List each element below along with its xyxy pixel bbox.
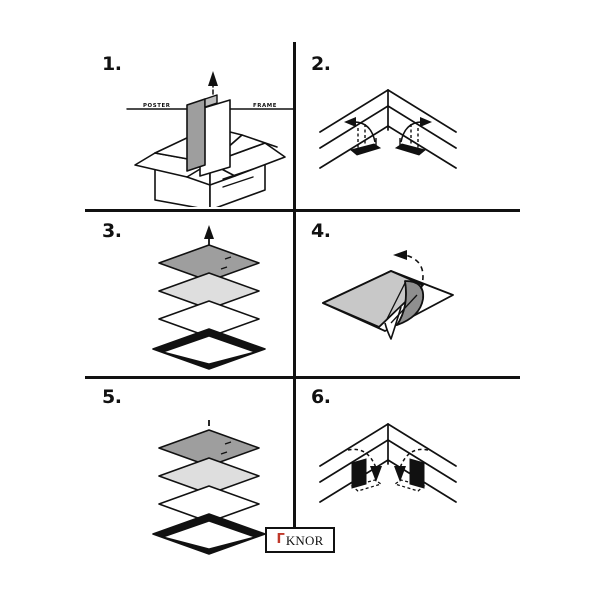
panel-step-6: 6. xyxy=(293,376,520,528)
clip-right-body xyxy=(394,143,427,156)
illustration-open-clips xyxy=(319,89,457,169)
clip-left-body xyxy=(349,143,382,156)
panel-step-3: 3. xyxy=(85,209,293,376)
rail-mid-right xyxy=(387,439,457,483)
rail-mid-left xyxy=(319,439,389,483)
clip-left-closed xyxy=(347,448,383,492)
illustration-peel-film xyxy=(322,250,454,340)
film-peeled-body xyxy=(322,270,424,328)
brand-logo: Γ KNOR xyxy=(265,527,335,553)
logo-wordmark: KNOR xyxy=(285,532,324,548)
divider-horizontal-top xyxy=(85,209,520,212)
step-number-6: 6. xyxy=(311,386,331,408)
step-number-4: 4. xyxy=(311,220,331,242)
clip-right-arrow-head xyxy=(394,466,406,482)
poster-sheet-top-edge xyxy=(204,94,218,108)
logo-bracket-icon: Γ xyxy=(276,531,285,547)
panel-step-2: 2. xyxy=(293,42,520,209)
clip-right-body xyxy=(409,458,425,489)
panel-step-4: 4. xyxy=(293,209,520,376)
divider-vertical xyxy=(293,42,296,528)
clip-right-rotation-arc xyxy=(399,448,429,469)
step-number-2: 2. xyxy=(311,53,331,75)
peel-arrow-arc xyxy=(404,254,424,290)
rail-outer-left xyxy=(319,89,389,133)
film-curl-fold-line xyxy=(396,280,407,326)
illustration-exploded-stack-up xyxy=(152,225,266,370)
rail-outer-right xyxy=(387,423,457,467)
rail-inner-right xyxy=(387,125,457,169)
rail-outer-right xyxy=(387,89,457,133)
box-flap-inner-crease xyxy=(186,175,236,186)
illustration-unpack-box: POSTER FRAME xyxy=(126,71,294,207)
rail-outer-left xyxy=(319,423,389,467)
clip-right-rotation-arc xyxy=(400,121,423,143)
film-tail-tip xyxy=(384,306,402,340)
illustration-close-clips xyxy=(319,423,457,503)
rail-mid-left xyxy=(319,105,389,149)
box-tape-line-2 xyxy=(222,176,254,188)
clip-left-arrow-head xyxy=(370,466,382,482)
film-crease-1 xyxy=(386,282,406,320)
poster-sheet xyxy=(186,98,206,172)
clip-left-ghost-open xyxy=(350,479,383,492)
stack-arrow-head-up xyxy=(204,225,214,239)
layer-frame xyxy=(152,513,266,555)
clip-right-open xyxy=(394,117,432,156)
panel-step-1: 1. xyxy=(85,42,294,209)
clip-left-body xyxy=(351,458,367,489)
rail-inner-left xyxy=(319,125,389,169)
box-tape-line-1 xyxy=(222,168,254,180)
arrow-head-up xyxy=(208,71,218,86)
film-crease-2 xyxy=(390,294,418,324)
layer-frame xyxy=(152,328,266,370)
clip-left-open xyxy=(344,117,382,156)
clip-left-rotation-arc xyxy=(353,121,376,143)
step-number-1: 1. xyxy=(102,53,122,75)
clip-right-closed xyxy=(393,448,429,492)
peel-arrow-head xyxy=(393,250,407,260)
step-number-5: 5. xyxy=(102,386,122,408)
divider-horizontal-bottom xyxy=(85,376,520,379)
panel-step-5: 5. xyxy=(85,376,293,555)
illustration-exploded-stack-down xyxy=(152,420,266,555)
clip-left-rotation-arc xyxy=(347,448,377,469)
step-number-3: 3. xyxy=(102,220,122,242)
rail-mid-right xyxy=(387,105,457,149)
label-frame: FRAME xyxy=(253,103,277,109)
label-poster: POSTER xyxy=(143,103,171,109)
clip-right-ghost-open xyxy=(393,479,426,492)
